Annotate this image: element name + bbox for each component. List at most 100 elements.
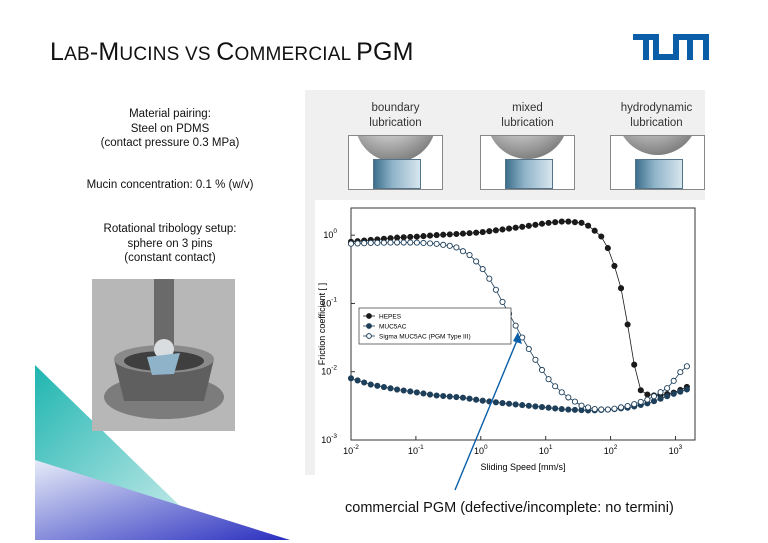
legend-label: MUC5AC [379, 324, 407, 331]
tick-base: 10 [343, 446, 353, 456]
data-point [380, 239, 387, 246]
data-point [387, 385, 394, 392]
data-point [525, 402, 532, 409]
data-point [506, 225, 513, 232]
data-point [683, 386, 690, 393]
tick-exponent: -3 [331, 433, 337, 440]
data-point [479, 229, 486, 236]
data-point [413, 239, 420, 246]
data-point [440, 231, 447, 238]
data-point [367, 239, 374, 246]
data-point [571, 406, 578, 413]
title-part: L [50, 38, 65, 66]
data-point [354, 240, 361, 247]
substrate [505, 159, 553, 189]
data-point [380, 384, 387, 391]
title-part: AB [64, 44, 90, 65]
data-point [532, 356, 539, 363]
data-point [361, 379, 368, 386]
sphere [355, 136, 436, 162]
data-point [407, 233, 414, 241]
data-point [374, 239, 381, 246]
data-point [677, 388, 684, 395]
title-part: PGM [356, 38, 414, 66]
data-point [466, 395, 473, 402]
material-pairing-line: Material pairing: [129, 108, 211, 120]
data-point [591, 406, 598, 413]
data-point [394, 386, 401, 393]
data-point [433, 232, 440, 239]
x-tick-label: 103 [669, 444, 683, 456]
data-point [664, 393, 671, 400]
data-point [578, 219, 585, 226]
regime-schematic-mixed [480, 135, 575, 190]
data-point [486, 275, 493, 282]
setup-text: Rotational tribology setup: sphere on 3 … [50, 222, 290, 266]
legend-box [358, 307, 512, 345]
data-point [426, 240, 434, 247]
data-point [545, 404, 552, 411]
data-point [558, 406, 565, 413]
tick-exponent: 1 [549, 444, 553, 451]
regime-label-mixed: mixed lubrication [479, 101, 576, 131]
data-point [499, 298, 506, 305]
data-point [631, 361, 638, 368]
data-point [499, 400, 506, 407]
data-point [459, 248, 467, 255]
data-point [571, 398, 578, 405]
title-part: C [216, 38, 235, 66]
annotation-arrow [454, 332, 522, 491]
data-point [453, 394, 460, 401]
data-point [670, 377, 677, 384]
data-point [367, 381, 374, 388]
data-point [433, 392, 440, 399]
data-point [598, 406, 605, 413]
data-point [473, 258, 480, 265]
data-point [644, 391, 651, 398]
data-point [426, 232, 434, 239]
tick-exponent: 3 [679, 444, 683, 451]
data-point [637, 387, 644, 394]
data-point [552, 383, 559, 390]
setup-line: sphere on 3 pins [127, 237, 213, 250]
x-tick-label: 10-2 [343, 444, 359, 456]
data-point [407, 239, 414, 246]
material-pairing-line: (contact pressure 0.3 MPa) [100, 137, 240, 149]
data-point [479, 266, 486, 273]
regime-line: boundary [371, 102, 420, 114]
data-point [578, 402, 585, 409]
data-point [604, 406, 611, 413]
data-point [426, 391, 434, 398]
y-tick-label: 10-3 [321, 433, 337, 445]
tick-base: 10 [669, 446, 679, 456]
data-point [400, 239, 407, 246]
title-part: UCINS VS [119, 44, 217, 65]
y-tick-label: 10-1 [321, 296, 337, 308]
series-2 [347, 239, 690, 413]
data-point [453, 244, 460, 251]
data-point [624, 402, 631, 410]
data-point [677, 369, 684, 376]
data-point [525, 222, 532, 229]
material-pairing-text: Material pairing: Steel on PDMS (contact… [50, 107, 290, 151]
regime-line: hydrodynamic [620, 102, 693, 114]
substrate [635, 159, 683, 189]
legend-marker [366, 333, 372, 339]
setup-line: (constant contact) [124, 252, 216, 264]
data-point [637, 398, 644, 405]
x-tick-label: 101 [539, 444, 553, 456]
data-point [499, 226, 506, 233]
data-point [611, 405, 618, 412]
data-point [532, 403, 539, 410]
data-point [394, 234, 401, 241]
sphere [487, 136, 568, 159]
data-point [519, 223, 526, 230]
data-point [604, 245, 611, 252]
tick-exponent: 0 [484, 444, 488, 451]
data-point [683, 363, 690, 370]
data-point [538, 220, 546, 227]
tick-exponent: -1 [331, 296, 337, 303]
title-part: -M [89, 38, 120, 66]
data-point [347, 240, 355, 247]
